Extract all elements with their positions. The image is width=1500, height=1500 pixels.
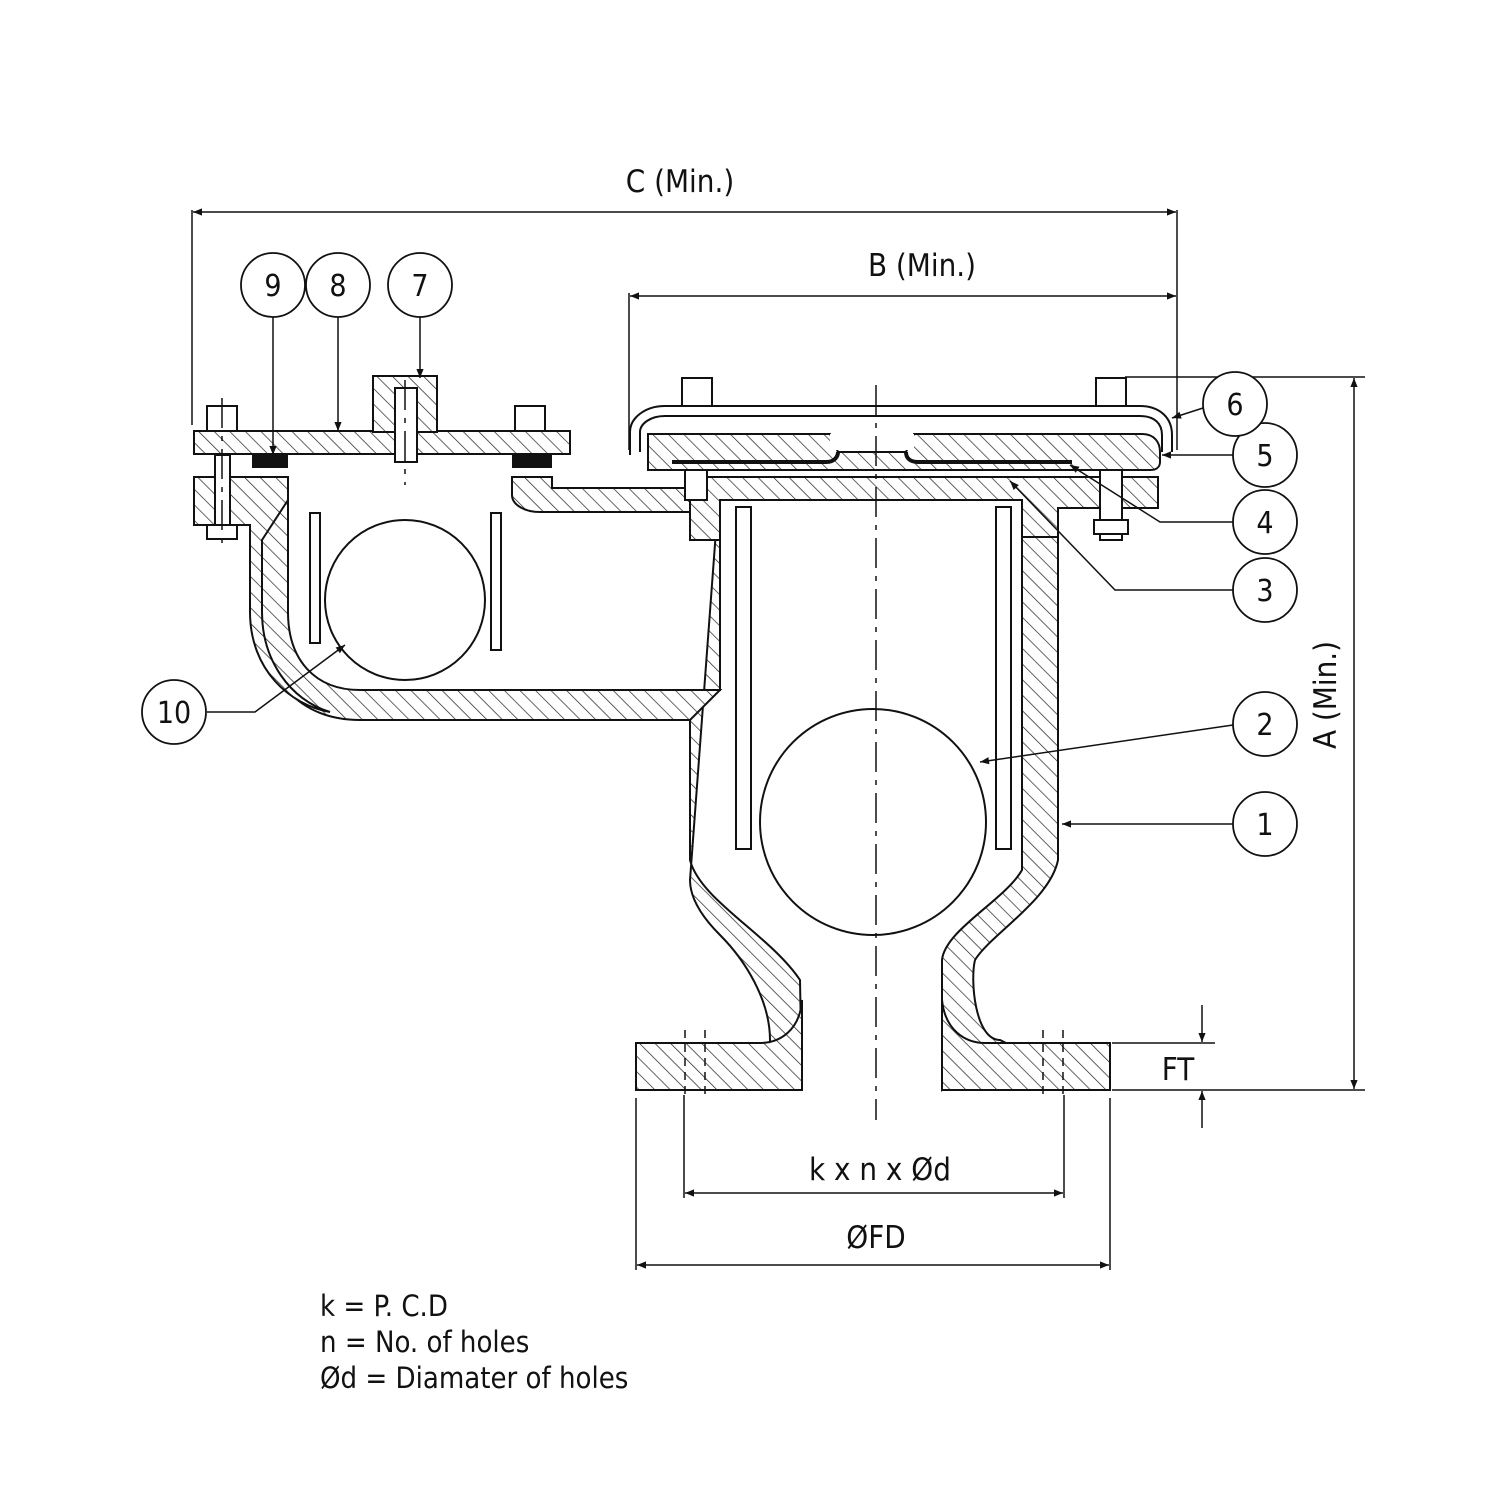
balloon-2-circle [1232, 691, 1298, 757]
balloon-7-circle [387, 252, 453, 318]
balloon-3: 3 [1256, 574, 1273, 609]
dim-c-min: C (Min.) [626, 164, 734, 200]
flange-holes [684, 1030, 1064, 1100]
dim-flange-diameter: ØFD [846, 1220, 905, 1256]
balloon-10: 10 [157, 696, 191, 731]
balloon-6: 6 [1226, 388, 1243, 423]
leader-lines [207, 315, 1234, 828]
balloon-numbers: 1 2 3 4 5 6 7 8 9 10 [157, 269, 1274, 843]
internal-voids [394, 387, 914, 463]
valve-body [193, 476, 1159, 1092]
balloon-3-circle [1232, 557, 1298, 623]
center-lines [221, 380, 877, 1120]
cover-plates [193, 375, 1161, 471]
balloon-9: 9 [264, 269, 281, 304]
seal-diaphragm [672, 451, 1072, 464]
legend-hole-diameter: Ød = Diamater of holes [320, 1361, 629, 1395]
balloon-4-circle [1232, 489, 1298, 555]
balloon-8: 8 [329, 269, 346, 304]
balloon-6-circle [1202, 371, 1268, 437]
legend-holes: n = No. of holes [320, 1325, 530, 1359]
balloon-9-circle [240, 252, 306, 318]
legend: k = P. C.D n = No. of holes Ød = Diamate… [320, 1288, 628, 1396]
balloon-8-circle [305, 252, 371, 318]
secondary-float-ball [324, 519, 486, 681]
legend-pcd: k = P. C.D [320, 1289, 448, 1323]
balloon-2: 2 [1256, 708, 1273, 743]
dim-a-min: A (Min.) [1308, 641, 1344, 749]
balloon-5-circle [1232, 422, 1298, 488]
dim-ft: FT [1162, 1052, 1196, 1088]
gaskets [252, 454, 552, 468]
balloon-1: 1 [1256, 808, 1273, 843]
balloon-10-circle [141, 679, 207, 745]
balloon-4: 4 [1256, 506, 1273, 541]
balloon-1-circle [1232, 791, 1298, 857]
dimension-lines [191, 208, 1365, 1270]
balloon-7: 7 [411, 269, 428, 304]
dim-bolt-pattern: k x n x Ød [809, 1152, 951, 1188]
balloon-5: 5 [1256, 439, 1273, 474]
float-guides [309, 506, 1012, 850]
deflector-hood-inner [639, 415, 1163, 452]
main-float-ball [759, 708, 987, 936]
part-balloons [141, 252, 1298, 857]
deflector-hood [629, 405, 1173, 455]
dim-b-min: B (Min.) [868, 248, 976, 284]
